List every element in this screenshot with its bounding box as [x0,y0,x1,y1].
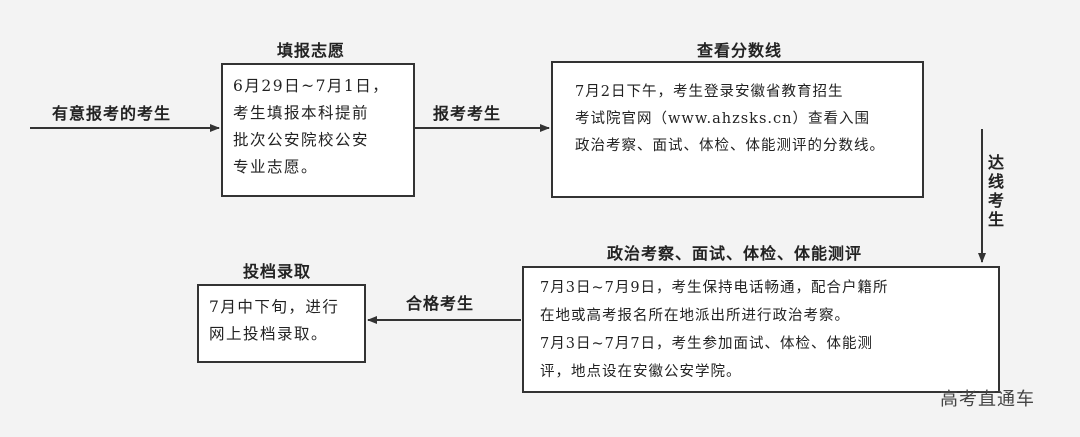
step3-line: 7月3日~7月9日，考生保持电话畅通，配合户籍所 [540,280,889,296]
connector-label-to-step3: 达线考生 [987,153,1004,229]
watermark: 高考直通车 [940,389,1035,410]
step3-title: 政治考察、面试、体检、体能测评 [607,244,863,263]
step1-title: 填报志愿 [277,41,346,60]
step1-line: 考生填报本科提前 [233,104,370,122]
step3-line: 在地或高考报名所在地派出所进行政治考察。 [540,308,850,324]
step4-box: 7月中下旬，进行 网上投档录取。 [197,284,366,363]
step3-line: 评，地点设在安徽公安学院。 [540,364,742,380]
step1-line: 批次公安院校公安 [233,131,370,149]
step4-line: 7月中下旬，进行 [209,298,340,316]
step4-title: 投档录取 [243,262,312,281]
step3-box: 7月3日~7月9日，考生保持电话畅通，配合户籍所 在地或高考报名所在地派出所进行… [522,266,1000,393]
step3-line: 7月3日~7月7日，考生参加面试、体检、体能测 [540,336,874,352]
step1-line: 专业志愿。 [233,158,319,176]
step2-line: 考试院官网（www.ahzsks.cn）查看入围 [575,111,870,127]
step1-line: 6月29日~7月1日， [233,77,390,95]
connector-label-to-step4: 合格考生 [406,294,475,313]
step1-box: 6月29日~7月1日， 考生填报本科提前 批次公安院校公安 专业志愿。 [221,63,415,197]
step2-line: 7月2日下午，考生登录安徽省教育招生 [575,84,844,100]
connector-label-to-step2: 报考考生 [433,104,502,123]
step4-line: 网上投档录取。 [209,325,329,343]
step2-line: 政治考察、面试、体检、体能测评的分数线。 [575,138,885,154]
step2-title: 查看分数线 [697,41,783,60]
step2-box: 7月2日下午，考生登录安徽省教育招生 考试院官网（www.ahzsks.cn）查… [551,61,924,198]
entry-label: 有意报考的考生 [52,104,172,123]
